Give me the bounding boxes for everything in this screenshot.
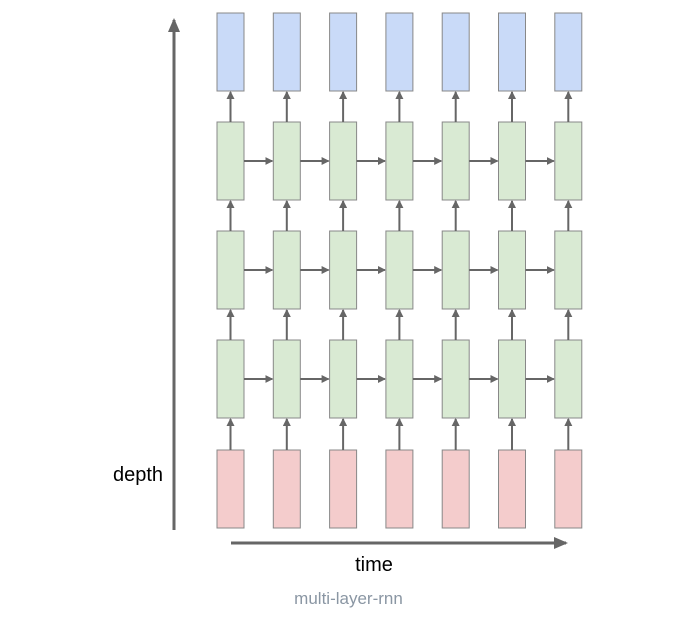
hidden-cell-2-t4 (385, 230, 414, 310)
input-cell-t5 (441, 449, 470, 529)
hidden-cell-2-t3 (329, 230, 358, 310)
input-cell-t7 (554, 449, 583, 529)
hidden-cell-2-t1 (216, 230, 245, 310)
hidden-cell-3-t4 (385, 121, 414, 201)
hidden-cell-3-t7 (554, 121, 583, 201)
hidden-cell-2-t7 (554, 230, 583, 310)
hidden-cell-3-t6 (498, 121, 526, 201)
hidden-cell-1-t4 (385, 339, 414, 419)
output-cell-t6 (498, 12, 526, 92)
hidden-cell-1-t3 (329, 339, 358, 419)
hidden-cell-1-t6 (498, 339, 526, 419)
depth-axis-label: depth (113, 464, 163, 486)
time-axis-label: time (355, 554, 393, 576)
input-cell-t4 (385, 449, 414, 529)
hidden-cell-3-t5 (441, 121, 470, 201)
output-cell-t1 (216, 12, 245, 92)
output-cell-t3 (329, 12, 358, 92)
hidden-cell-3-t1 (216, 121, 245, 201)
hidden-cell-1-t1 (216, 339, 245, 419)
hidden-cell-3-t3 (329, 121, 358, 201)
input-cell-t6 (498, 449, 526, 529)
input-cell-t3 (329, 449, 358, 529)
hidden-cell-1-t7 (554, 339, 583, 419)
hidden-cell-1-t2 (272, 339, 301, 419)
output-cell-t4 (385, 12, 414, 92)
figure-caption: multi-layer-rnn (294, 589, 403, 608)
hidden-cell-3-t2 (272, 121, 301, 201)
rnn-connection-arrows (226, 91, 573, 450)
hidden-cell-1-t5 (441, 339, 470, 419)
rnn-cell-grid (216, 12, 583, 529)
input-cell-t1 (216, 449, 245, 529)
input-cell-t2 (272, 449, 301, 529)
hidden-cell-2-t6 (498, 230, 526, 310)
output-cell-t7 (554, 12, 583, 92)
hidden-cell-2-t5 (441, 230, 470, 310)
output-cell-t2 (272, 12, 301, 92)
output-cell-t5 (441, 12, 470, 92)
hidden-cell-2-t2 (272, 230, 301, 310)
